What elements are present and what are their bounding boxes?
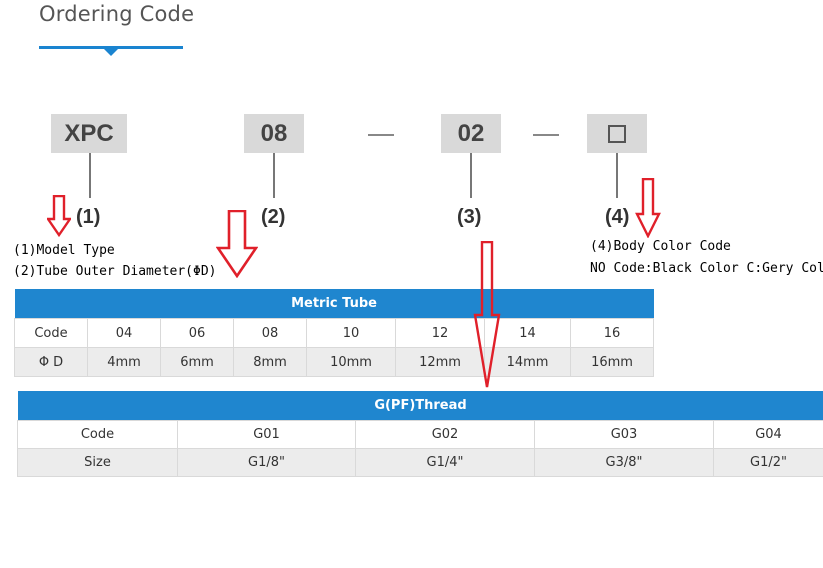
thread-code-cell: G03 (534, 420, 714, 449)
arrow-down-icon (635, 178, 661, 238)
metric-size-cell: 10mm (306, 347, 396, 377)
metric-code-cell: 10 (306, 318, 396, 348)
metric-tube-table: Metric Tube Code 04 06 08 10 12 14 16 Φ … (14, 289, 655, 377)
code-number-1: (1) (76, 206, 101, 228)
metric-size-cell: 4mm (87, 347, 161, 377)
metric-size-cell: 16mm (569, 347, 655, 377)
title-underline (39, 46, 183, 49)
metric-code-cell: 12 (395, 318, 485, 348)
arrow-down-icon (47, 195, 71, 237)
metric-code-cell: 08 (233, 318, 307, 348)
thread-table: G(PF)Thread Code G01 G02 G03 G04 Size G1… (17, 391, 823, 477)
thread-code-cell: G02 (355, 420, 535, 449)
note-color-options: NO Code:Black Color C:Gery Color (590, 261, 823, 276)
metric-code-label: Code (14, 318, 88, 348)
leader-line (273, 153, 275, 198)
title-caret-icon (104, 49, 118, 56)
metric-size-cell: 14mm (484, 347, 571, 377)
metric-code-cell: 14 (484, 318, 571, 348)
thread-size-cell: G3/8" (534, 448, 714, 477)
metric-size-cell: 6mm (160, 347, 234, 377)
code-number-3: (3) (457, 206, 482, 228)
code-box-model: XPC (51, 114, 127, 153)
thread-size-cell: G1/8" (177, 448, 356, 477)
arrow-down-icon (216, 210, 258, 278)
metric-size-cell: 8mm (233, 347, 307, 377)
code-box-color (587, 114, 647, 153)
empty-square-icon (608, 124, 626, 143)
note-body-color: (4)Body Color Code (590, 239, 731, 254)
thread-code-cell: G01 (177, 420, 356, 449)
metric-size-cell: 12mm (395, 347, 485, 377)
metric-tube-title: Metric Tube (14, 289, 654, 319)
code-box-thread: 02 (441, 114, 501, 153)
code-number-4: (4) (605, 206, 630, 228)
thread-code-cell: G04 (712, 420, 823, 449)
thread-table-title: G(PF)Thread (17, 391, 823, 421)
thread-code-label: Code (17, 420, 178, 449)
code-number-2: (2) (261, 206, 286, 228)
metric-code-cell: 16 (569, 318, 655, 348)
code-box-tube: 08 (244, 114, 304, 153)
leader-line (616, 153, 618, 198)
leader-line (89, 153, 91, 198)
thread-size-label: Size (17, 448, 178, 477)
separator-dash (533, 134, 559, 136)
thread-size-cell: G1/4" (355, 448, 535, 477)
note-tube-diameter: (2)Tube Outer Diameter(ΦD) (13, 264, 217, 279)
thread-size-cell: G1/2" (712, 448, 823, 477)
arrow-down-icon (473, 241, 501, 388)
metric-code-cell: 04 (87, 318, 161, 348)
note-model-type: (1)Model Type (13, 243, 115, 258)
page-title: Ordering Code (39, 2, 195, 26)
leader-line (470, 153, 472, 198)
metric-code-cell: 06 (160, 318, 234, 348)
metric-size-label: Φ D (14, 347, 88, 377)
separator-dash (368, 134, 394, 136)
